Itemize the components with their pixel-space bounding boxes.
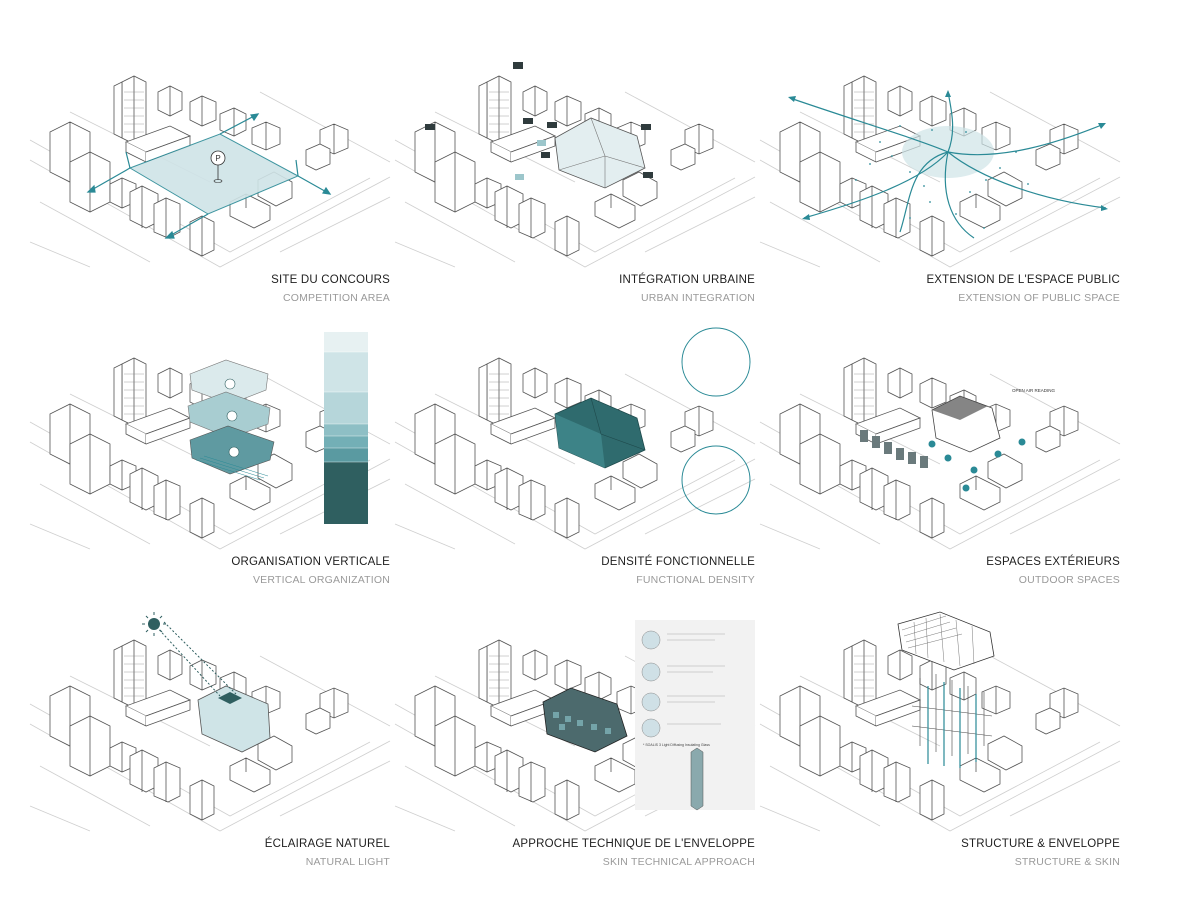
outdoor-tag-label: OPEN AIR READING (1012, 388, 1056, 393)
caption-french: DENSITÉ FONCTIONNELLE (601, 556, 755, 568)
caption-english: VERTICAL ORGANIZATION (252, 574, 390, 586)
speaker-icon (228, 446, 240, 458)
caption-french: ORGANISATION VERTICALE (231, 556, 390, 568)
panel-outdoor-spaces: OPEN AIR READING ESPACES EXTÉRIEURS OUTD… (759, 334, 1121, 616)
caption-english: OUTDOOR SPACES (1018, 574, 1120, 586)
caption-french: APPROCHE TECHNIQUE DE L'ENVELOPPE (512, 838, 755, 850)
caption-french: STRUCTURE & ENVELOPPE (961, 838, 1120, 850)
caption-french: ÉCLAIRAGE NATUREL (264, 838, 390, 850)
public-space-diagram (759, 75, 1121, 268)
caption-english: SKIN TECHNICAL APPROACH (602, 856, 755, 868)
structure-skin-diagram (759, 611, 1121, 832)
caption-english: URBAN INTEGRATION (640, 292, 755, 304)
panel-competition-area: P SITE DU CONCOURS COMPETITION AREA (29, 52, 391, 334)
caption-french: SITE DU CONCOURS (271, 274, 390, 286)
panel-skin-technical: * SOALIS 3 Light Diffusing Insulating Gl… (394, 616, 756, 898)
panel-functional-density: DENSITÉ FONCTIONNELLE FUNCTIONAL DENSITY (394, 327, 756, 616)
panel-natural-light: ÉCLAIRAGE NATUREL NATURAL LIGHT (29, 612, 391, 898)
caption-french: EXTENSION DE L'ESPACE PUBLIC (926, 274, 1120, 286)
panel-vertical-organization: ORGANISATION VERTICALE VERTICAL ORGANIZA… (29, 332, 391, 616)
natural-light-diagram (29, 612, 391, 832)
functional-density-diagram (394, 327, 756, 550)
caption-english: FUNCTIONAL DENSITY (636, 574, 755, 586)
caption-english: NATURAL LIGHT (305, 856, 390, 868)
svg-text:P: P (215, 154, 220, 163)
caption-english: EXTENSION OF PUBLIC SPACE (958, 292, 1120, 304)
competition-area-diagram: P (29, 75, 391, 268)
parking-pin-icon: P (210, 150, 226, 183)
panel-public-space: EXTENSION DE L'ESPACE PUBLIC EXTENSION O… (759, 52, 1121, 334)
panel-urban-integration: INTÉGRATION URBAINE URBAN INTEGRATION (394, 52, 756, 334)
compass-arrow-icon (224, 378, 238, 422)
caption-french: INTÉGRATION URBAINE (619, 274, 755, 286)
urban-integration-diagram (394, 62, 756, 268)
skin-technical-diagram: * SOALIS 3 Light Diffusing Insulating Gl… (394, 620, 756, 832)
caption-english: COMPETITION AREA (282, 292, 390, 304)
caption-english: STRUCTURE & SKIN (1014, 856, 1120, 868)
sun-icon (142, 612, 166, 636)
panel-structure-skin: STRUCTURE & ENVELOPPE STRUCTURE & SKIN (759, 611, 1121, 898)
caption-french: ESPACES EXTÉRIEURS (986, 556, 1120, 568)
glass-spec-note: * SOALIS 3 Light Diffusing Insulating Gl… (643, 743, 710, 747)
outdoor-spaces-diagram: OPEN AIR READING (759, 357, 1121, 550)
vertical-organization-diagram (29, 332, 391, 550)
